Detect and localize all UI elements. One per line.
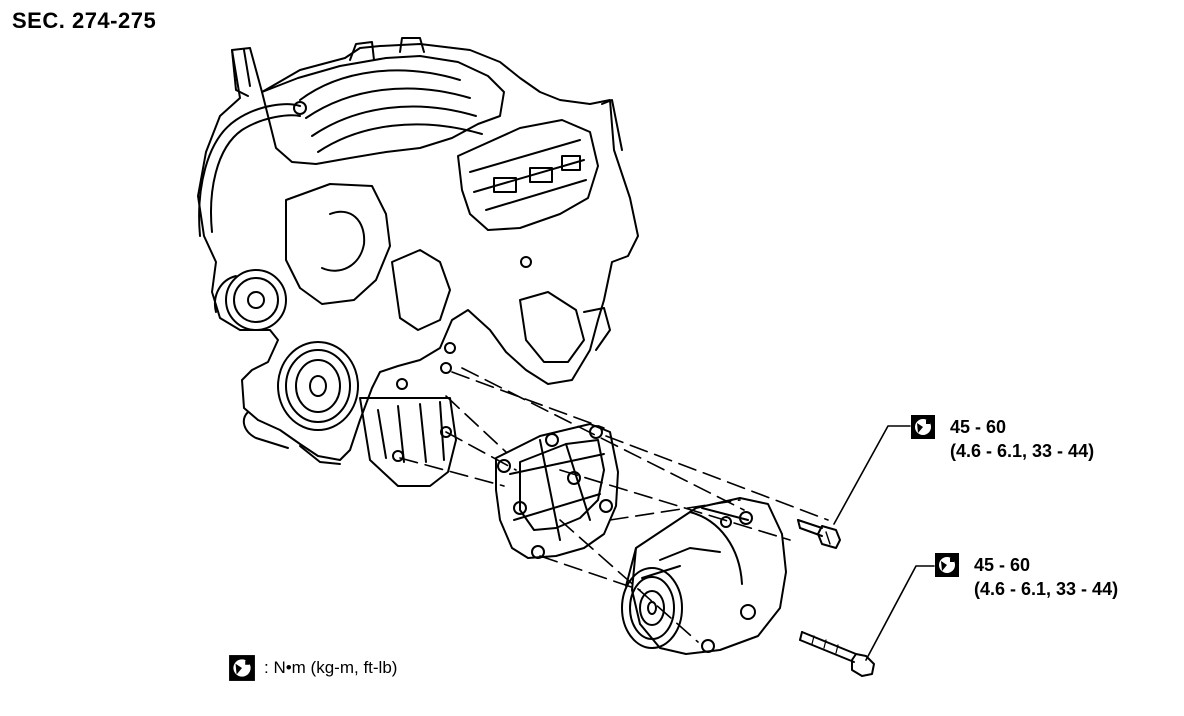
torque-callout-lower: 45 - 60 (4.6 - 6.1, 33 - 44) [934, 552, 1118, 600]
torque-conversion-lower: (4.6 - 6.1, 33 - 44) [974, 579, 1119, 599]
torque-wrench-icon [934, 552, 960, 578]
compressor-bracket [495, 423, 619, 559]
torque-value-lower: 45 - 60 [974, 555, 1031, 575]
torque-value-upper: 45 - 60 [950, 417, 1007, 437]
torque-conversion-upper: (4.6 - 6.1, 33 - 44) [950, 441, 1095, 461]
torque-wrench-icon [228, 654, 256, 682]
engine-illustration [197, 37, 639, 487]
section-title: SEC. 274-275 [12, 8, 157, 33]
ac-compressor [621, 497, 787, 655]
alignment-dashed-lines [399, 367, 829, 643]
leader-lines [833, 425, 935, 661]
torque-wrench-icon [910, 414, 936, 440]
units-legend: : N•m (kg-m, ft-lb) [228, 654, 397, 682]
units-legend-text: : N•m (kg-m, ft-lb) [264, 658, 398, 677]
lower-bolt [799, 631, 875, 677]
upper-bolt [797, 519, 841, 549]
torque-callout-upper: 45 - 60 (4.6 - 6.1, 33 - 44) [910, 414, 1094, 462]
